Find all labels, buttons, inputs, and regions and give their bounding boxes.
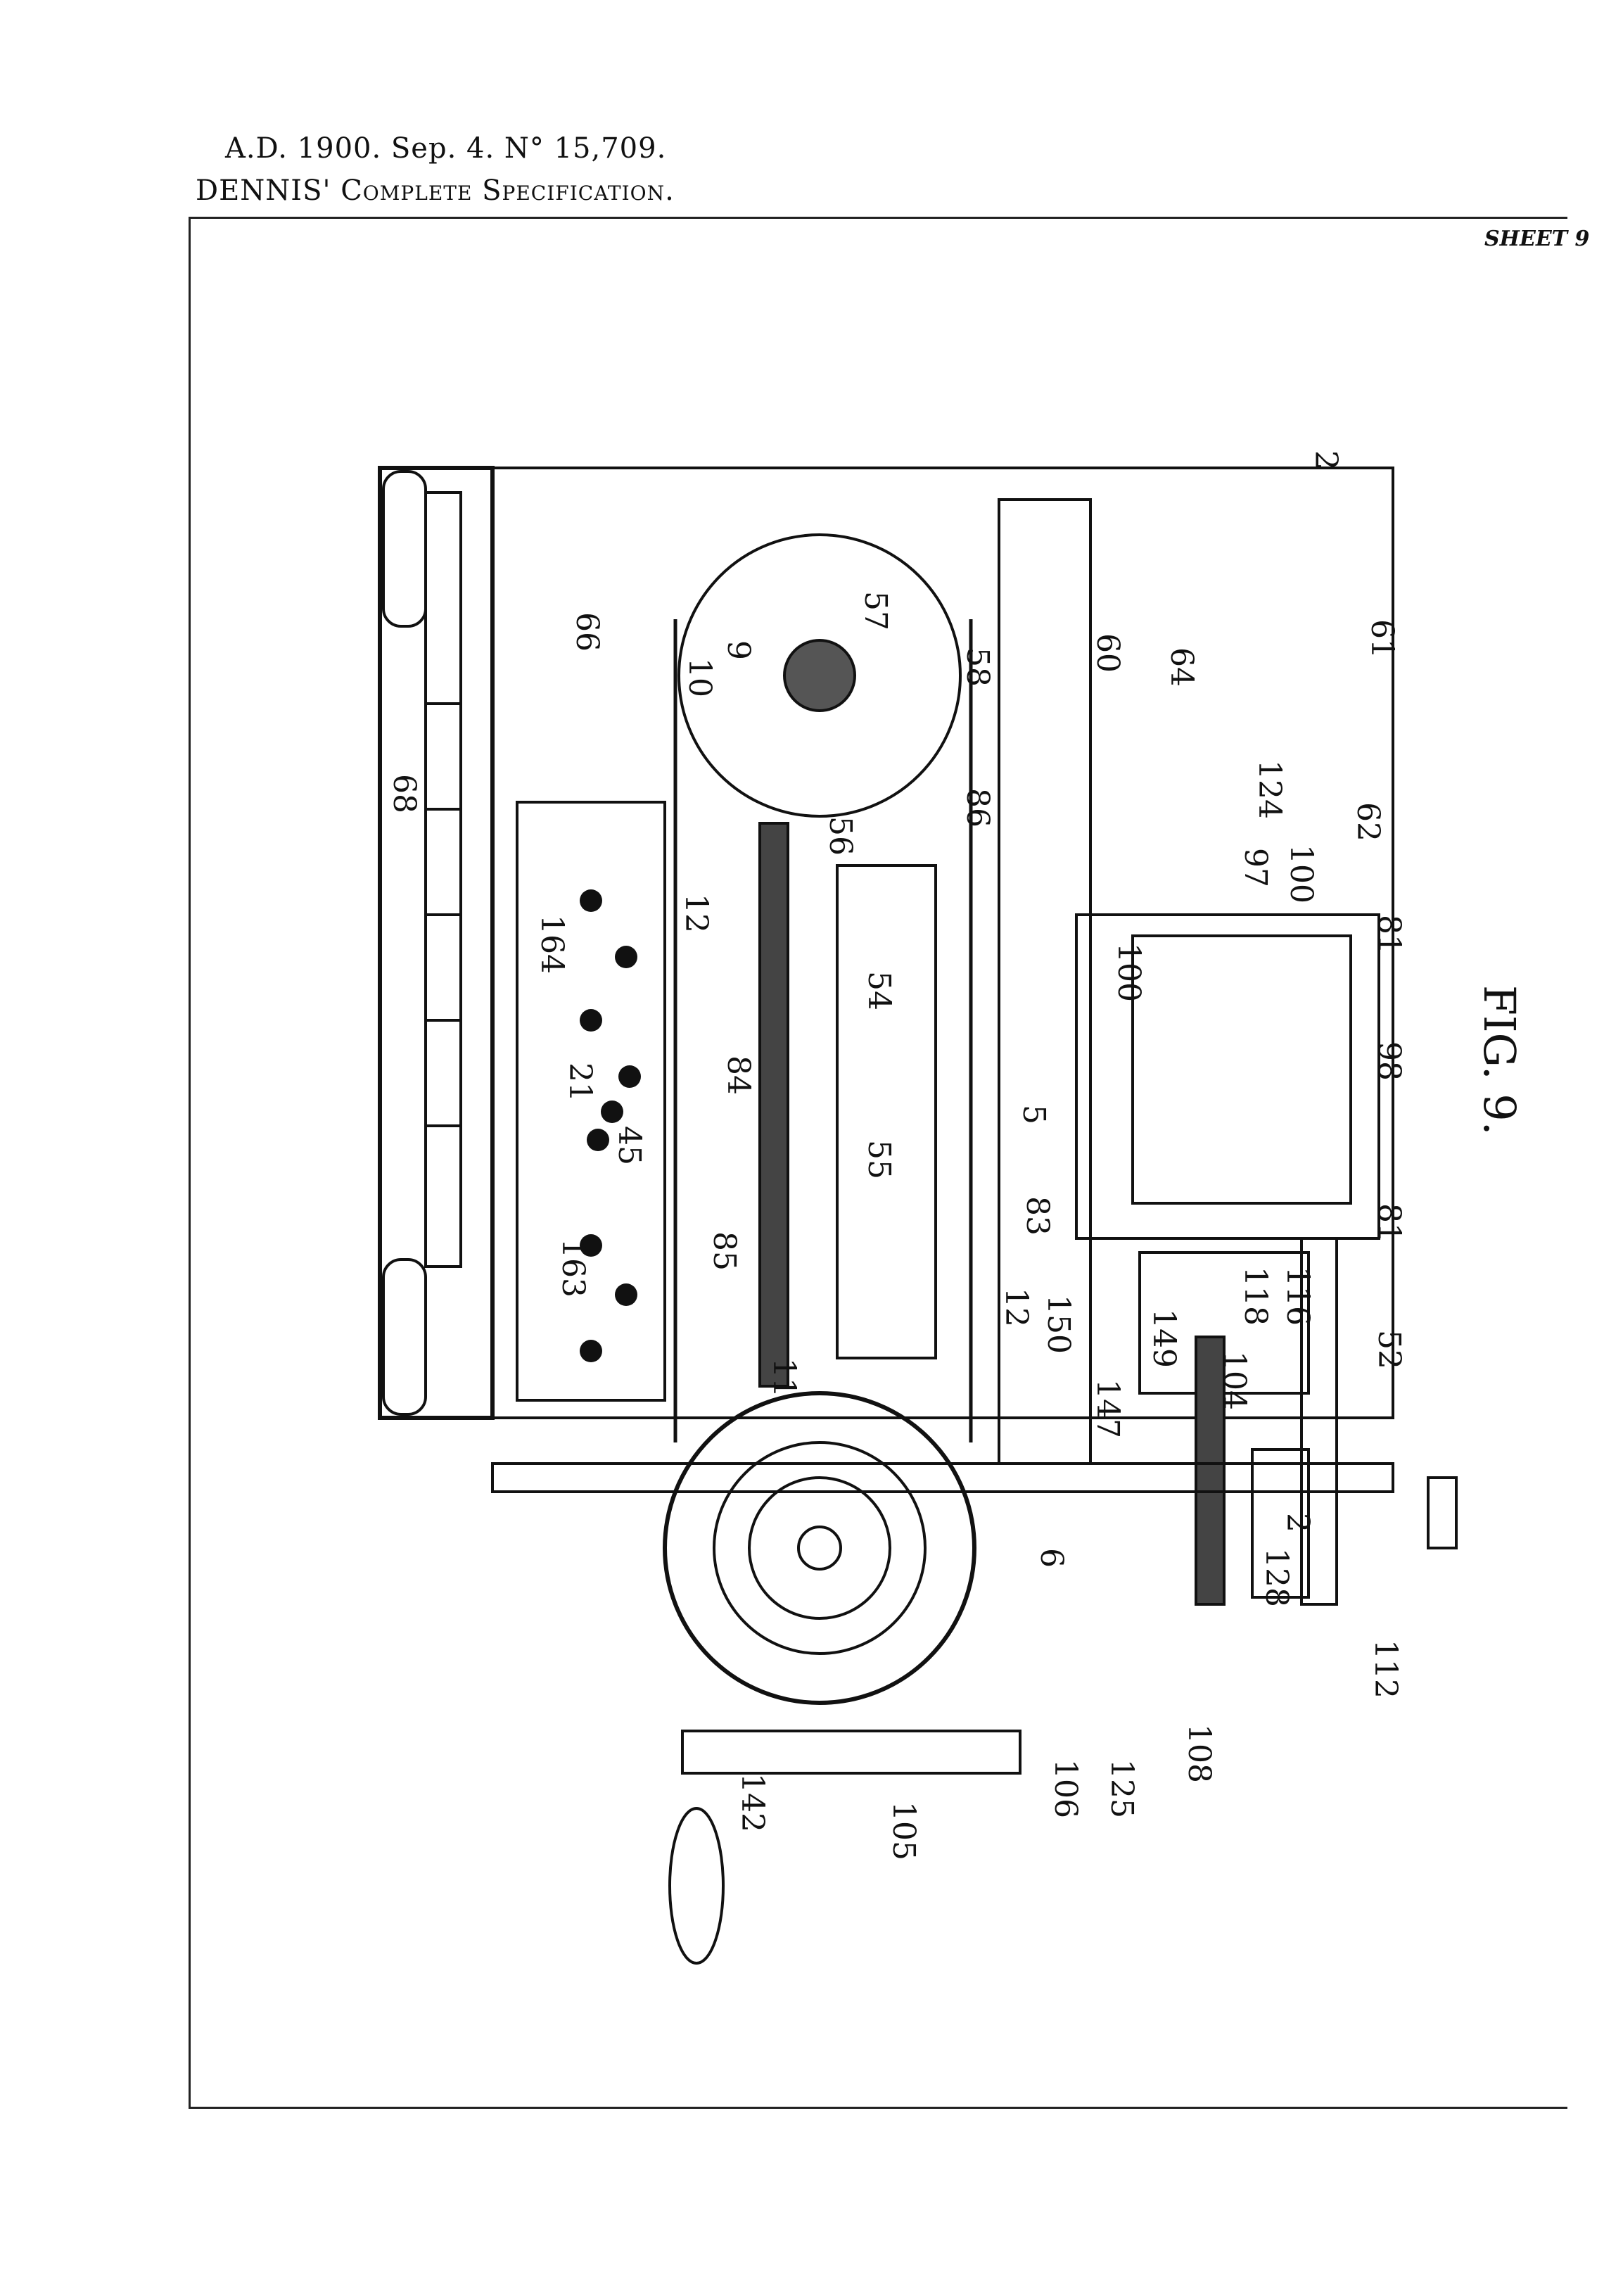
- label-21: 21: [562, 1063, 598, 1102]
- sheet-border-top: [189, 217, 1567, 219]
- hole: [580, 1234, 602, 1257]
- label-142: 142: [734, 1773, 770, 1832]
- label-83: 83: [1019, 1196, 1055, 1236]
- label-5: 5: [1016, 1105, 1052, 1124]
- label-100-top: 100: [1283, 844, 1319, 903]
- label-105: 105: [886, 1801, 922, 1860]
- label-150: 150: [1040, 1295, 1076, 1354]
- label-108: 108: [1181, 1724, 1217, 1783]
- label-2-top: 2: [1308, 450, 1344, 470]
- wheel-11: [663, 1391, 976, 1705]
- key-rail: [424, 491, 462, 1268]
- shaft: [758, 822, 789, 1388]
- label-11: 11: [766, 1358, 802, 1397]
- sheet-border-bottom: [189, 2107, 1567, 2109]
- hole: [618, 1065, 641, 1088]
- label-9: 9: [720, 640, 756, 660]
- label-10: 10: [682, 658, 718, 697]
- hole: [601, 1101, 623, 1123]
- label-12-left: 12: [678, 894, 714, 933]
- foot-bottom-left: [382, 1258, 427, 1416]
- wheel-10-hub: [783, 639, 856, 712]
- shaft-104: [1195, 1336, 1226, 1606]
- header-date-number: A.D. 1900. Sep. 4. N° 15,709.: [225, 132, 667, 165]
- label-2-bottom: 2: [1280, 1513, 1316, 1533]
- sheet-label: SHEET 9: [1484, 227, 1590, 251]
- knob-112: [1427, 1476, 1458, 1549]
- crank-arm-105: [681, 1730, 1021, 1775]
- label-6: 6: [1033, 1548, 1069, 1568]
- figure-label: FIG. 9.: [1474, 985, 1525, 1135]
- label-100: 100: [1111, 943, 1147, 1002]
- label-56: 56: [822, 816, 858, 856]
- header-title: Complete Specification.: [340, 175, 675, 207]
- label-64: 64: [1164, 647, 1199, 687]
- label-61: 61: [1364, 619, 1400, 659]
- label-164: 164: [534, 915, 570, 974]
- label-116: 116: [1280, 1267, 1316, 1326]
- label-66: 66: [569, 612, 605, 652]
- label-68: 68: [386, 774, 422, 813]
- label-57: 57: [858, 591, 893, 630]
- label-125: 125: [1104, 1759, 1140, 1818]
- label-149: 149: [1146, 1309, 1182, 1368]
- comb-block: [1131, 934, 1352, 1205]
- label-81-top: 81: [1371, 915, 1407, 954]
- wheel-11-inner: [713, 1441, 927, 1655]
- label-106: 106: [1048, 1759, 1083, 1818]
- sheet-border-left: [189, 217, 191, 2108]
- hole: [615, 1283, 637, 1306]
- label-163: 163: [555, 1238, 591, 1298]
- wheel-11-ring: [748, 1476, 891, 1620]
- label-118: 118: [1237, 1267, 1273, 1326]
- label-84: 84: [720, 1055, 756, 1095]
- header-name: DENNIS': [196, 175, 331, 207]
- label-124: 124: [1252, 760, 1287, 819]
- label-12-right: 12: [998, 1288, 1034, 1327]
- label-98: 98: [1371, 1041, 1407, 1081]
- hole: [615, 946, 637, 968]
- label-45: 45: [611, 1126, 647, 1165]
- label-128: 128: [1259, 1548, 1294, 1607]
- label-104: 104: [1216, 1351, 1252, 1410]
- wheel-10: [677, 533, 962, 818]
- label-112: 112: [1368, 1639, 1404, 1699]
- label-55: 55: [861, 1140, 897, 1179]
- label-147: 147: [1090, 1379, 1126, 1438]
- hole: [580, 1340, 602, 1362]
- label-97: 97: [1237, 848, 1273, 887]
- label-60: 60: [1090, 633, 1126, 673]
- drum-55: [836, 864, 937, 1359]
- label-62: 62: [1350, 802, 1386, 842]
- part-128: [1251, 1448, 1310, 1599]
- left-end-plate: [378, 466, 495, 1420]
- label-54: 54: [861, 971, 897, 1010]
- label-58: 58: [960, 647, 995, 687]
- label-85: 85: [706, 1231, 742, 1271]
- plate-164: [516, 801, 666, 1402]
- bottom-rail: [491, 1462, 1394, 1493]
- hole: [587, 1129, 609, 1151]
- comb-mechanism: [1075, 913, 1380, 1240]
- label-86: 86: [960, 788, 995, 827]
- wheel-11-hub: [797, 1526, 842, 1571]
- label-52: 52: [1371, 1330, 1407, 1369]
- plate-holes: [580, 889, 641, 1362]
- foot-top-left: [382, 470, 427, 628]
- hole: [580, 889, 602, 912]
- rack-52: [1300, 1237, 1338, 1606]
- crank-handle: [668, 1807, 725, 1965]
- hole: [580, 1009, 602, 1032]
- header-specification: DENNIS' Complete Specification.: [196, 175, 675, 207]
- label-81-bottom: 81: [1371, 1203, 1407, 1243]
